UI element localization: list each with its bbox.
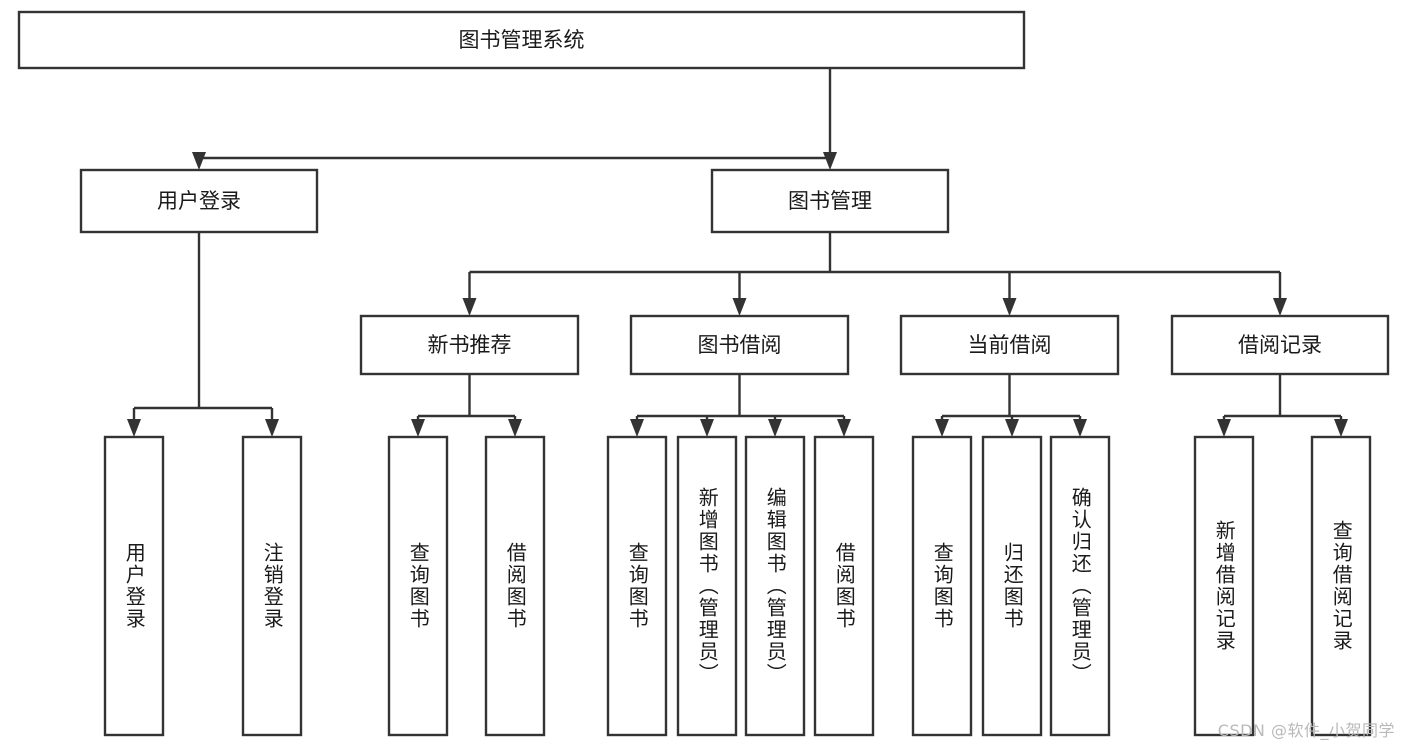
node-level2-label-0: 用户登录 bbox=[157, 189, 241, 213]
node-boxes bbox=[17, 10, 1390, 737]
arrow-head-icon bbox=[1273, 298, 1287, 316]
arrow-head-icon bbox=[732, 298, 747, 316]
watermark-text: CSDN @软件_小贺同学 bbox=[1217, 721, 1395, 740]
arrow-head-icon bbox=[265, 419, 279, 437]
node-level3-label-1: 图书借阅 bbox=[698, 333, 782, 357]
node-leaf-7[interactable] bbox=[813, 435, 875, 737]
arrow-head-icon bbox=[823, 152, 837, 170]
arrow-head-icon bbox=[192, 152, 206, 170]
arrow-head-icon bbox=[1002, 298, 1017, 316]
node-level3-1[interactable] bbox=[629, 314, 850, 376]
node-leaf-1[interactable] bbox=[241, 435, 303, 737]
node-leaf-2[interactable] bbox=[387, 435, 449, 737]
arrow-head-icon bbox=[411, 419, 425, 437]
node-leaf-6[interactable] bbox=[744, 435, 806, 737]
node-root-label: 图书管理系统 bbox=[459, 28, 585, 52]
node-leaf-8[interactable] bbox=[911, 435, 973, 737]
node-leaf-9[interactable] bbox=[981, 435, 1043, 737]
node-leaf-11[interactable] bbox=[1193, 435, 1255, 737]
node-leaf-12[interactable] bbox=[1310, 435, 1372, 737]
arrow-head-icon bbox=[935, 419, 949, 437]
node-leaf-4[interactable] bbox=[606, 435, 668, 737]
node-root[interactable] bbox=[17, 10, 1026, 70]
arrow-head-icon bbox=[462, 298, 477, 316]
arrow-head-icon bbox=[837, 419, 851, 437]
node-level2-1[interactable] bbox=[710, 168, 950, 234]
node-level3-label-0: 新书推荐 bbox=[428, 333, 512, 357]
arrow-head-icon bbox=[630, 419, 644, 437]
arrow-head-icon bbox=[1073, 419, 1087, 437]
arrow-head-icon bbox=[700, 419, 714, 437]
node-level2-0[interactable] bbox=[79, 168, 319, 234]
node-level3-label-3: 借阅记录 bbox=[1238, 333, 1322, 357]
node-level3-0[interactable] bbox=[359, 314, 580, 376]
node-level3-3[interactable] bbox=[1170, 314, 1390, 376]
node-level3-label-2: 当前借阅 bbox=[968, 333, 1052, 357]
arrow-head-icon bbox=[1334, 419, 1348, 437]
node-leaf-5[interactable] bbox=[676, 435, 738, 737]
node-leaf-10[interactable] bbox=[1049, 435, 1111, 737]
node-leaf-3[interactable] bbox=[484, 435, 546, 737]
arrow-head-icon bbox=[1005, 419, 1019, 437]
arrow-head-icon bbox=[127, 419, 141, 437]
arrow-head-icon bbox=[508, 419, 522, 437]
arrow-head-icon bbox=[1217, 419, 1231, 437]
node-level3-2[interactable] bbox=[899, 314, 1120, 376]
arrow-head-icon bbox=[768, 419, 782, 437]
node-level2-label-1: 图书管理 bbox=[788, 189, 872, 213]
node-leaf-0[interactable] bbox=[103, 435, 165, 737]
connector-lines bbox=[127, 68, 1348, 437]
